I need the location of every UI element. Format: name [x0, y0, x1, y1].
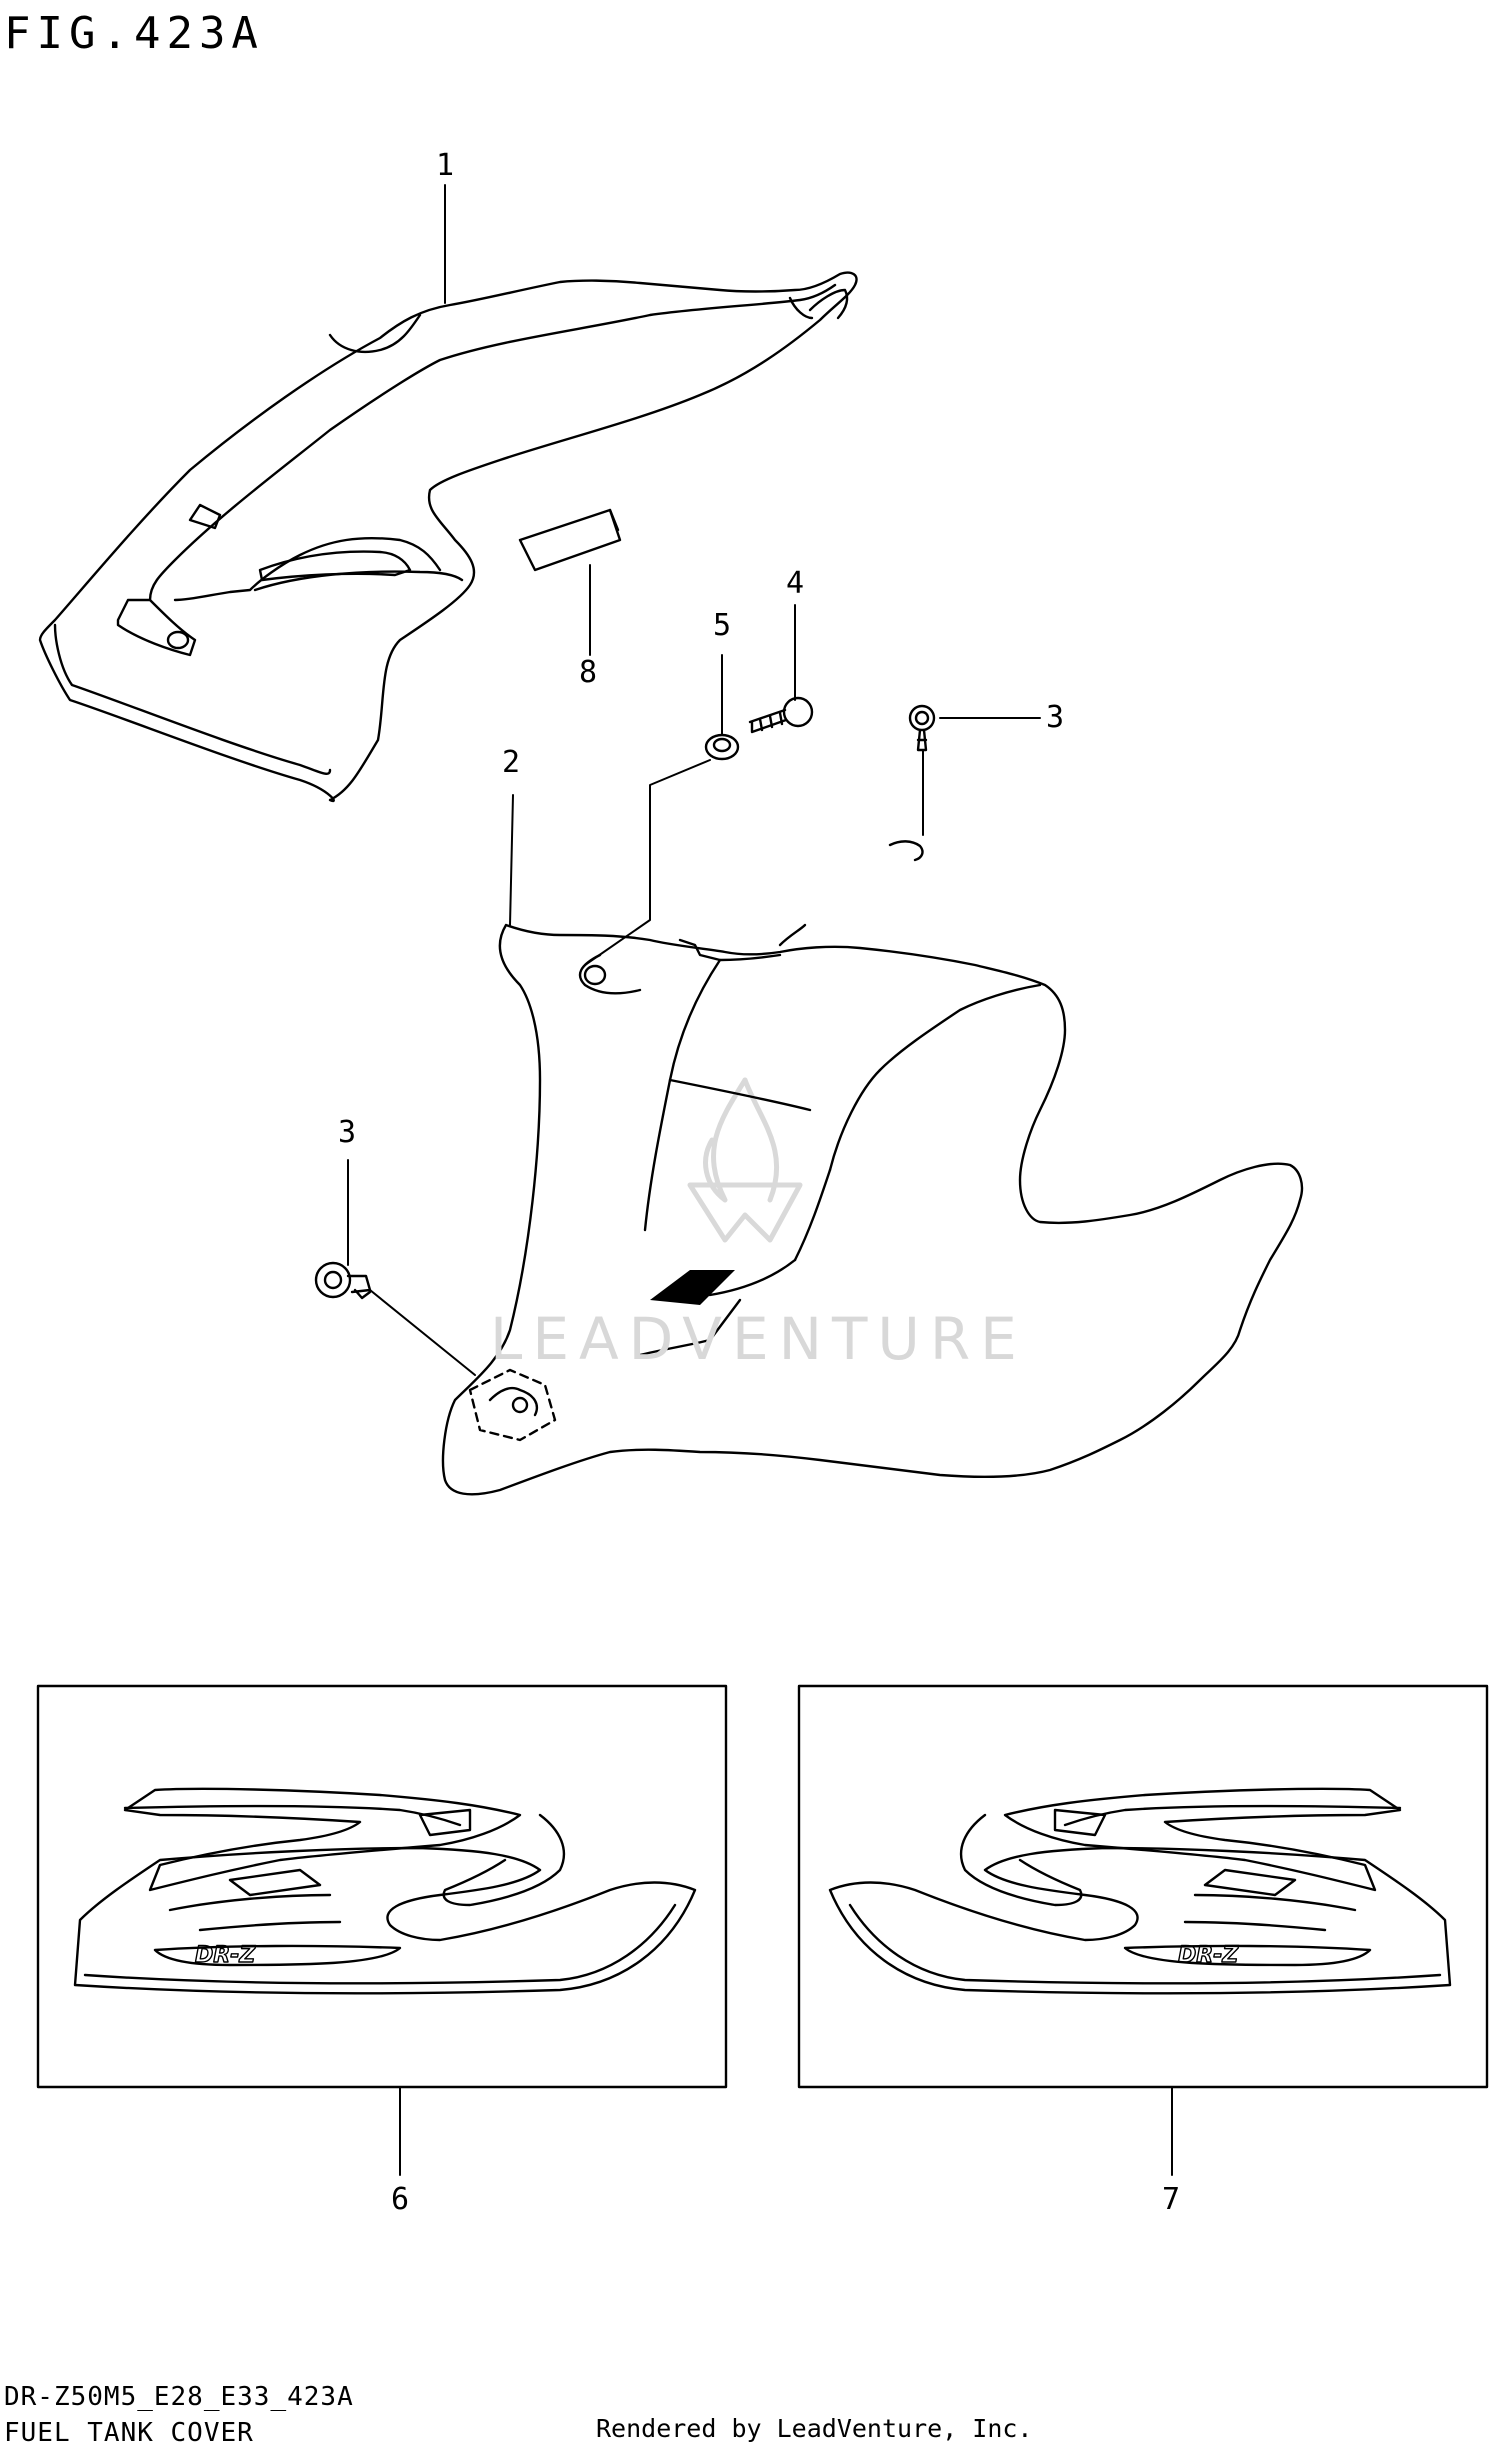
callout-4: 4	[786, 566, 805, 601]
callout-3-lower: 3	[338, 1115, 357, 1150]
part-3-screw-lower	[314, 1261, 372, 1300]
callout-2: 2	[502, 745, 521, 780]
part-5-collar	[704, 733, 740, 761]
figure-title: FIG.423A	[4, 8, 264, 59]
callout-3-upper: 3	[1046, 700, 1065, 735]
decal-7-emblem: DR-Z	[1178, 1943, 1239, 1968]
part-4-bolt	[748, 696, 814, 734]
part-1-tank-cover-upper	[38, 271, 858, 803]
decal-box-6	[36, 1684, 728, 2089]
callout-7: 7	[1162, 2182, 1181, 2217]
model-code: DR-Z50M5_E28_E33_423A	[4, 2382, 354, 2412]
section-name: FUEL TANK COVER	[4, 2418, 254, 2448]
callout-5: 5	[713, 608, 732, 643]
watermark-text: LEADVENTURE	[490, 1305, 1027, 1373]
watermark-logo	[687, 1077, 803, 1243]
part-8-pad	[518, 508, 622, 572]
callout-8: 8	[579, 655, 598, 690]
leader-lines	[347, 184, 1173, 2176]
decal-7	[828, 1787, 1452, 1995]
part-2-shroud	[441, 840, 1304, 1496]
part-3-screw-upper	[908, 704, 936, 752]
callout-1: 1	[436, 148, 455, 183]
decal-6-emblem: DR-Z	[195, 1943, 256, 1968]
rendered-by: Rendered by LeadVenture, Inc.	[596, 2414, 1033, 2443]
decal-6: DR-Z	[73, 1787, 697, 1995]
decal-box-7	[797, 1684, 1489, 2089]
callout-6: 6	[391, 2182, 410, 2217]
